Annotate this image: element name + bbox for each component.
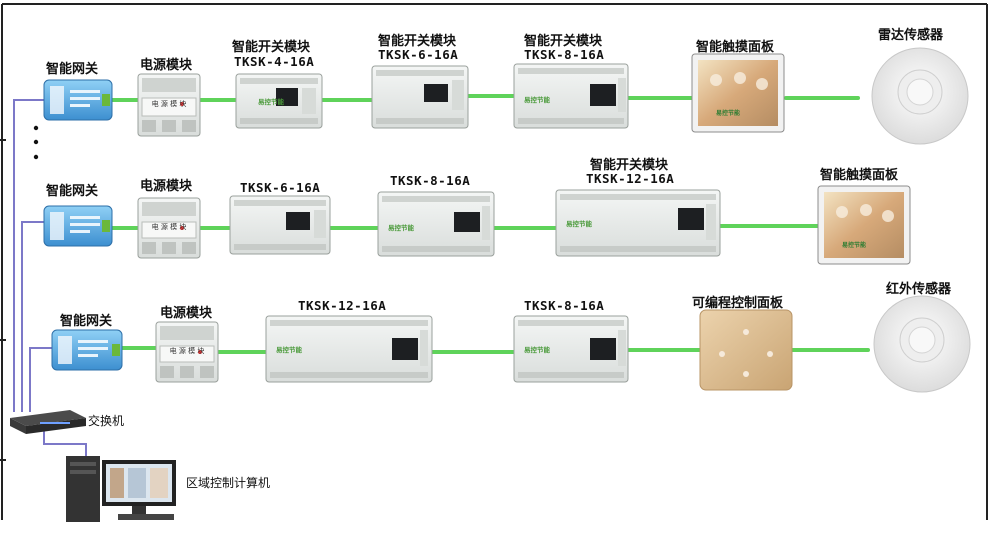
- switch-module-8: [513, 63, 629, 129]
- switch-module-label: 智能开关模块: [524, 34, 603, 49]
- gateway-device: [51, 329, 123, 371]
- brand-logo: 易控节能: [258, 97, 285, 106]
- power-inner-label: 电 源 模 块: [152, 222, 187, 231]
- gateway-label: 智能网关: [46, 62, 99, 77]
- model-label: TKSK-6-16A: [240, 180, 321, 195]
- model-label: TKSK-4-16A: [234, 54, 315, 69]
- switch-module-6: [371, 65, 469, 129]
- model-label: TKSK-8-16A: [524, 47, 605, 62]
- power-module: [137, 73, 201, 137]
- brand-logo: 易控节能: [388, 223, 415, 232]
- switch-module-label: 智能开关模块: [590, 158, 669, 173]
- gateway-device: [43, 79, 113, 121]
- gateway-label: 智能网关: [46, 184, 99, 199]
- brand-logo: 易控节能: [566, 219, 593, 228]
- radar-sensor: [871, 47, 969, 145]
- ir-sensor-label: 红外传感器: [886, 282, 952, 297]
- touch-panel: [817, 185, 911, 265]
- model-label: TKSK-8-16A: [524, 298, 605, 313]
- model-label: TKSK-12-16A: [298, 298, 387, 313]
- switch-module-6: [229, 195, 331, 255]
- switch-module-12: [555, 189, 721, 257]
- switch-module-label: 智能开关模块: [378, 34, 457, 49]
- model-label: TKSK-12-16A: [586, 171, 675, 186]
- power-label: 电源模块: [140, 58, 193, 73]
- network-switch-device: [10, 410, 86, 434]
- switch-module-12: [265, 315, 433, 383]
- touch-panel-label: 智能触摸面板: [820, 168, 899, 183]
- brand-logo: 易控节能: [276, 345, 303, 354]
- network-switch-label: 交换机: [88, 414, 125, 428]
- power-inner-label: 电 源 模 块: [170, 346, 205, 355]
- programmable-panel: [699, 309, 793, 391]
- switch-module-8: [377, 191, 495, 257]
- switch-module-label: 智能开关模块: [232, 40, 311, 55]
- gateway-device: [43, 205, 113, 247]
- brand-logo: 易控节能: [841, 241, 866, 249]
- power-module: [155, 321, 219, 383]
- switch-module-8: [513, 315, 629, 383]
- frame: [0, 3, 988, 520]
- gateway-label: 智能网关: [60, 314, 113, 329]
- green-links: [110, 94, 870, 354]
- model-label: TKSK-6-16A: [378, 47, 459, 62]
- switch-module-4: [235, 73, 323, 129]
- area-pc-label: 区域控制计算机: [186, 476, 271, 490]
- radar-sensor-label: 雷达传感器: [878, 28, 944, 43]
- touch-panel: [691, 53, 785, 133]
- model-label: TKSK-8-16A: [390, 173, 471, 188]
- ir-sensor: [873, 295, 971, 393]
- power-label: 电源模块: [160, 306, 213, 321]
- brand-logo: 易控节能: [715, 109, 740, 117]
- brand-logo: 易控节能: [524, 95, 551, 104]
- power-inner-label: 电 源 模 块: [152, 99, 187, 108]
- power-module: [137, 197, 201, 259]
- power-label: 电源模块: [140, 179, 193, 194]
- area-computer-device: [66, 456, 176, 522]
- programmable-panel-label: 可编程控制面板: [692, 296, 784, 311]
- network-bus-lines: [13, 99, 87, 458]
- brand-logo: 易控节能: [524, 345, 551, 354]
- ellipsis-dots: [33, 125, 39, 160]
- touch-panel-label: 智能触摸面板: [696, 40, 775, 55]
